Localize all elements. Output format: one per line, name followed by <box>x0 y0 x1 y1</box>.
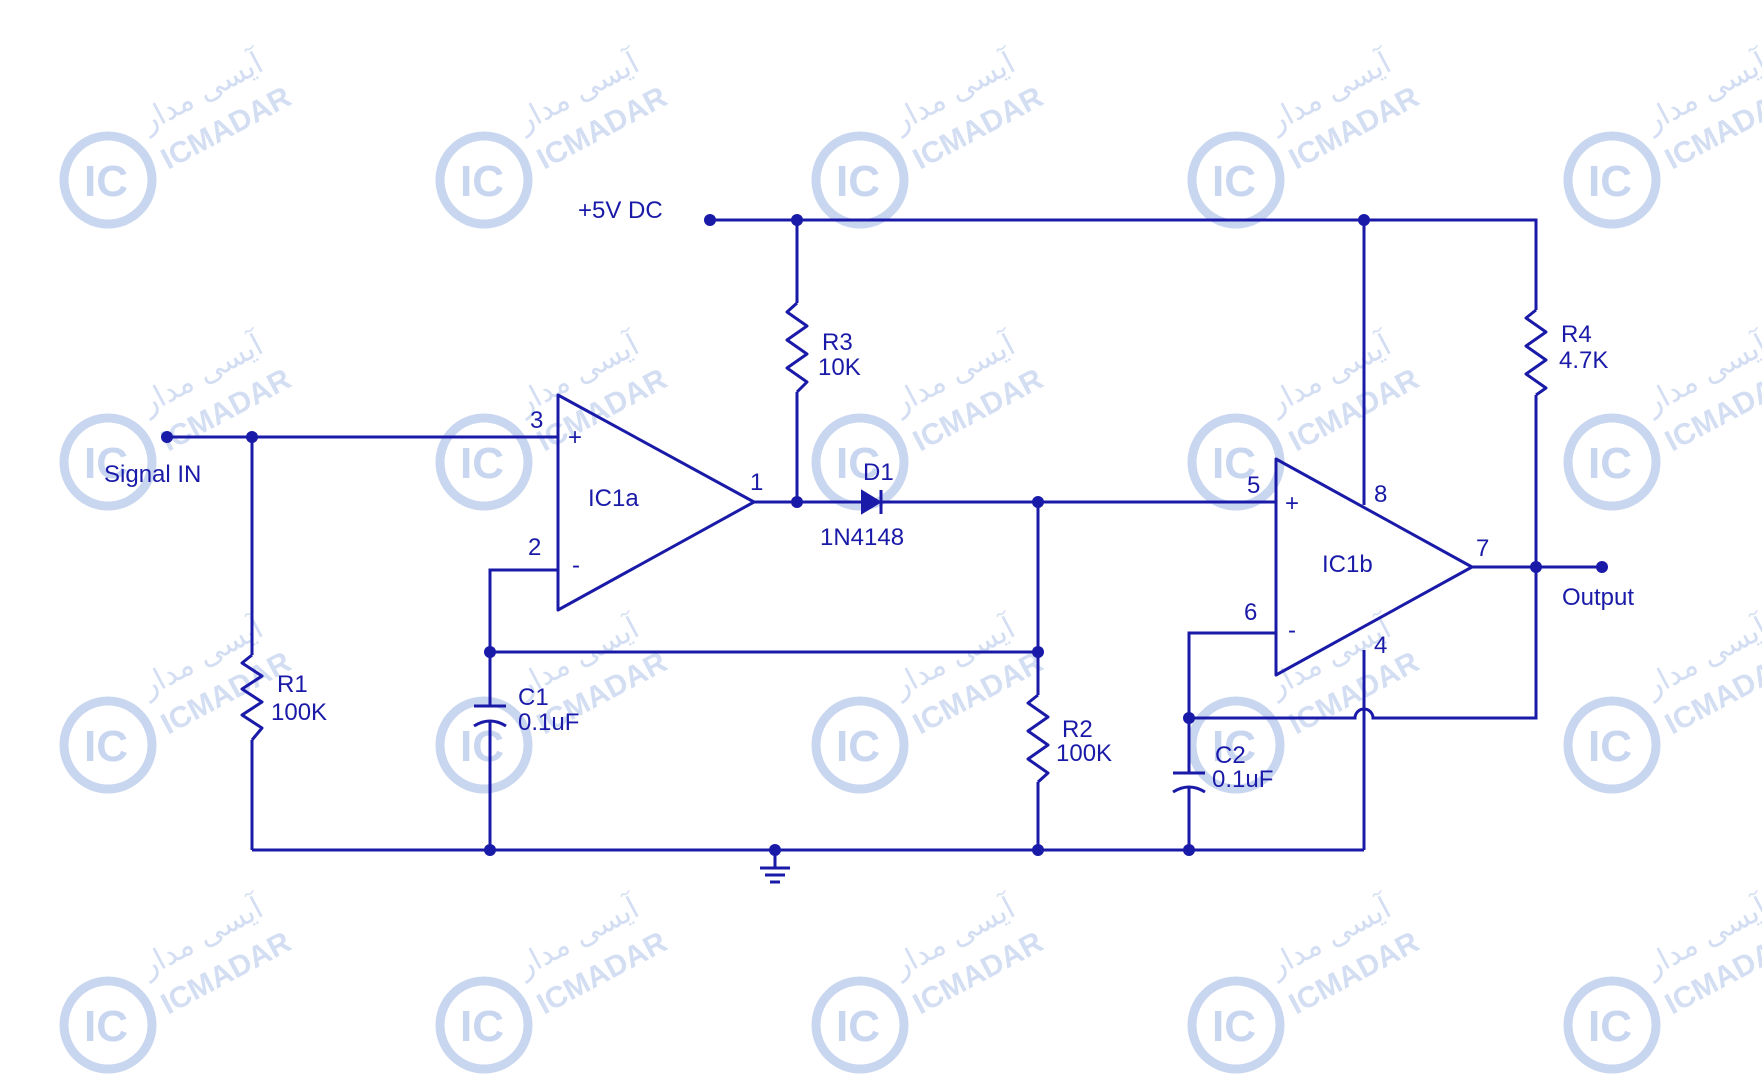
r3-value: 10K <box>818 354 861 381</box>
d1-name: D1 <box>863 459 894 486</box>
r1-name: R1 <box>277 671 308 698</box>
c2-value: 0.1uF <box>1212 766 1273 793</box>
capacitor-c2 <box>1172 771 1206 794</box>
svg-text:IC: IC <box>84 722 128 771</box>
opamp-ic1b <box>1274 457 1474 677</box>
svg-text:IC: IC <box>460 157 504 206</box>
svg-text:IC: IC <box>836 722 880 771</box>
pin-6-label: 6 <box>1244 599 1257 626</box>
r2-value: 100K <box>1056 740 1112 767</box>
pin-8-label: 8 <box>1374 481 1387 508</box>
labels: +5V DC Signal IN Output IC1a IC1b R3 10K… <box>104 197 1634 793</box>
output-label: Output <box>1562 584 1634 611</box>
ic1a-plus-sign: + <box>568 424 582 451</box>
svg-text:IC: IC <box>1212 439 1256 488</box>
pin-3-label: 3 <box>530 407 543 434</box>
ic1b-minus-wire <box>1187 631 1276 773</box>
svg-text:IC: IC <box>1588 439 1632 488</box>
r4-value: 4.7K <box>1559 347 1608 374</box>
supply-label: +5V DC <box>578 197 663 224</box>
svg-text:IC: IC <box>836 439 880 488</box>
ic1a-label: IC1a <box>588 485 639 512</box>
svg-text:IC: IC <box>836 1002 880 1051</box>
ic1b-plus-sign: + <box>1285 490 1299 517</box>
svg-text:IC: IC <box>1212 722 1256 771</box>
pin-5-label: 5 <box>1247 472 1260 499</box>
ic1b-label: IC1b <box>1322 551 1373 578</box>
svg-text:IC: IC <box>84 439 128 488</box>
svg-text:IC: IC <box>836 157 880 206</box>
svg-text:IC: IC <box>460 1002 504 1051</box>
c1-value: 0.1uF <box>518 709 579 736</box>
resistor-r2 <box>1026 693 1050 784</box>
pin-4-label: 4 <box>1374 632 1387 659</box>
r2-name: R2 <box>1062 716 1093 743</box>
junction-dots <box>161 214 1608 856</box>
c2-name: C2 <box>1215 742 1246 769</box>
wires <box>167 218 1602 868</box>
r4-name: R4 <box>1561 321 1592 348</box>
c1-name: C1 <box>518 684 549 711</box>
svg-text:IC: IC <box>1588 1002 1632 1051</box>
svg-text:IC: IC <box>1212 1002 1256 1051</box>
svg-text:IC: IC <box>84 157 128 206</box>
opamp-ic1a <box>556 393 756 612</box>
resistor-r3 <box>785 301 809 394</box>
pin-1-label: 1 <box>750 469 763 496</box>
pin-7-label: 7 <box>1476 535 1489 562</box>
d1-part: 1N4148 <box>820 524 904 551</box>
ground-icon <box>760 866 790 884</box>
svg-text:IC: IC <box>1588 722 1632 771</box>
ic1a-minus-wire <box>488 568 558 706</box>
supply-rail <box>710 218 1538 310</box>
svg-text:IC: IC <box>460 722 504 771</box>
capacitor-c1 <box>473 704 507 728</box>
signal-in-label: Signal IN <box>104 461 201 488</box>
svg-text:IC: IC <box>460 439 504 488</box>
resistor-r1 <box>240 653 264 741</box>
svg-text:IC: IC <box>1588 157 1632 206</box>
svg-text:IC: IC <box>84 1002 128 1051</box>
ic1a-minus-sign: - <box>572 552 580 579</box>
resistor-r4 <box>1524 308 1548 397</box>
ic1b-minus-sign: - <box>1288 617 1296 644</box>
svg-text:IC: IC <box>1212 157 1256 206</box>
r1-value: 100K <box>271 699 327 726</box>
diode-d1 <box>861 489 883 515</box>
r3-name: R3 <box>822 329 853 356</box>
pin-2-label: 2 <box>528 534 541 561</box>
